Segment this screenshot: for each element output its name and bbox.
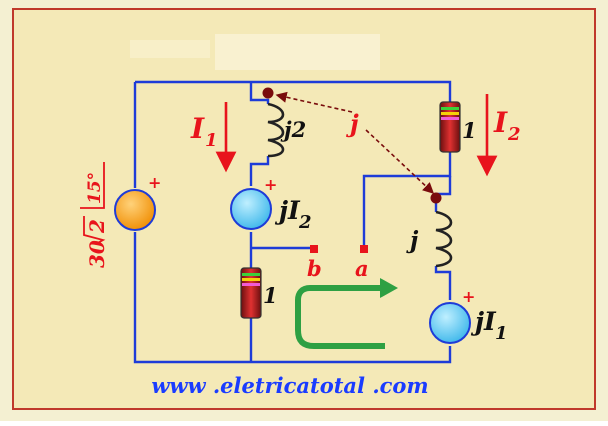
inductor-left (267, 102, 285, 158)
sqrt-symbol-icon (83, 216, 106, 245)
inductor-left-label: j2 (280, 117, 306, 142)
wire-mid-inductor (249, 156, 270, 186)
current-i2-subscript: 2 (507, 124, 521, 145)
source-magnitude: 30 (85, 240, 109, 268)
inductor-right-label: j (406, 227, 419, 254)
resistor-top-label: 1 (462, 118, 477, 143)
wire-terminal-a (362, 150, 452, 250)
dependent-source-left (230, 188, 272, 230)
inductor-right (435, 210, 453, 268)
footer-url: www .eletricatotal .com (151, 373, 428, 398)
terminal-b-label: b (307, 256, 322, 281)
current-i2-label: I (493, 106, 508, 139)
wire-top (135, 80, 452, 104)
terminal-b-marker (310, 245, 318, 253)
plus-sign-right: + (462, 287, 475, 306)
resistor-bottom-label: 1 (263, 283, 278, 308)
terminal-a-label: a (355, 256, 369, 281)
polarity-dot-right (430, 192, 442, 204)
current-i1-subscript: 1 (205, 130, 218, 151)
polarity-dot-left (262, 87, 274, 99)
title-blur-area (215, 34, 380, 70)
loop-arrow-head-icon (380, 278, 398, 298)
terminal-a-marker (360, 245, 368, 253)
wire-bottom (133, 232, 452, 364)
dep-source-right-label: jI (470, 307, 497, 336)
current-i1-label: I (190, 112, 205, 145)
wires (133, 80, 452, 364)
wire-right-inductor-bottom (434, 266, 452, 300)
dep-source-right-subscript: 1 (495, 323, 508, 344)
dep-source-left-label: jI (274, 196, 301, 225)
loop-arrow (295, 285, 385, 349)
angle-symbol-icon (80, 162, 105, 209)
wire-mid-top (249, 82, 270, 104)
source-angle: 15° (85, 172, 105, 204)
resistor-top (439, 101, 461, 153)
plus-sign-left: + (264, 175, 277, 194)
voltage-source-main (114, 189, 156, 231)
mutual-inductance-label: j (346, 109, 359, 138)
resistor-bottom (240, 267, 262, 319)
plus-sign-main: + (148, 173, 161, 192)
panel-border (12, 8, 596, 410)
source-sqrt: 2 (85, 219, 109, 234)
mutual-arrow-left (275, 91, 353, 113)
mutual-arrow-right (365, 129, 435, 194)
title-blur-area-left (130, 40, 210, 58)
dep-source-left-subscript: 2 (298, 212, 312, 233)
dependent-source-right (429, 302, 471, 344)
source-value-label: 30 2 15° (80, 162, 109, 268)
